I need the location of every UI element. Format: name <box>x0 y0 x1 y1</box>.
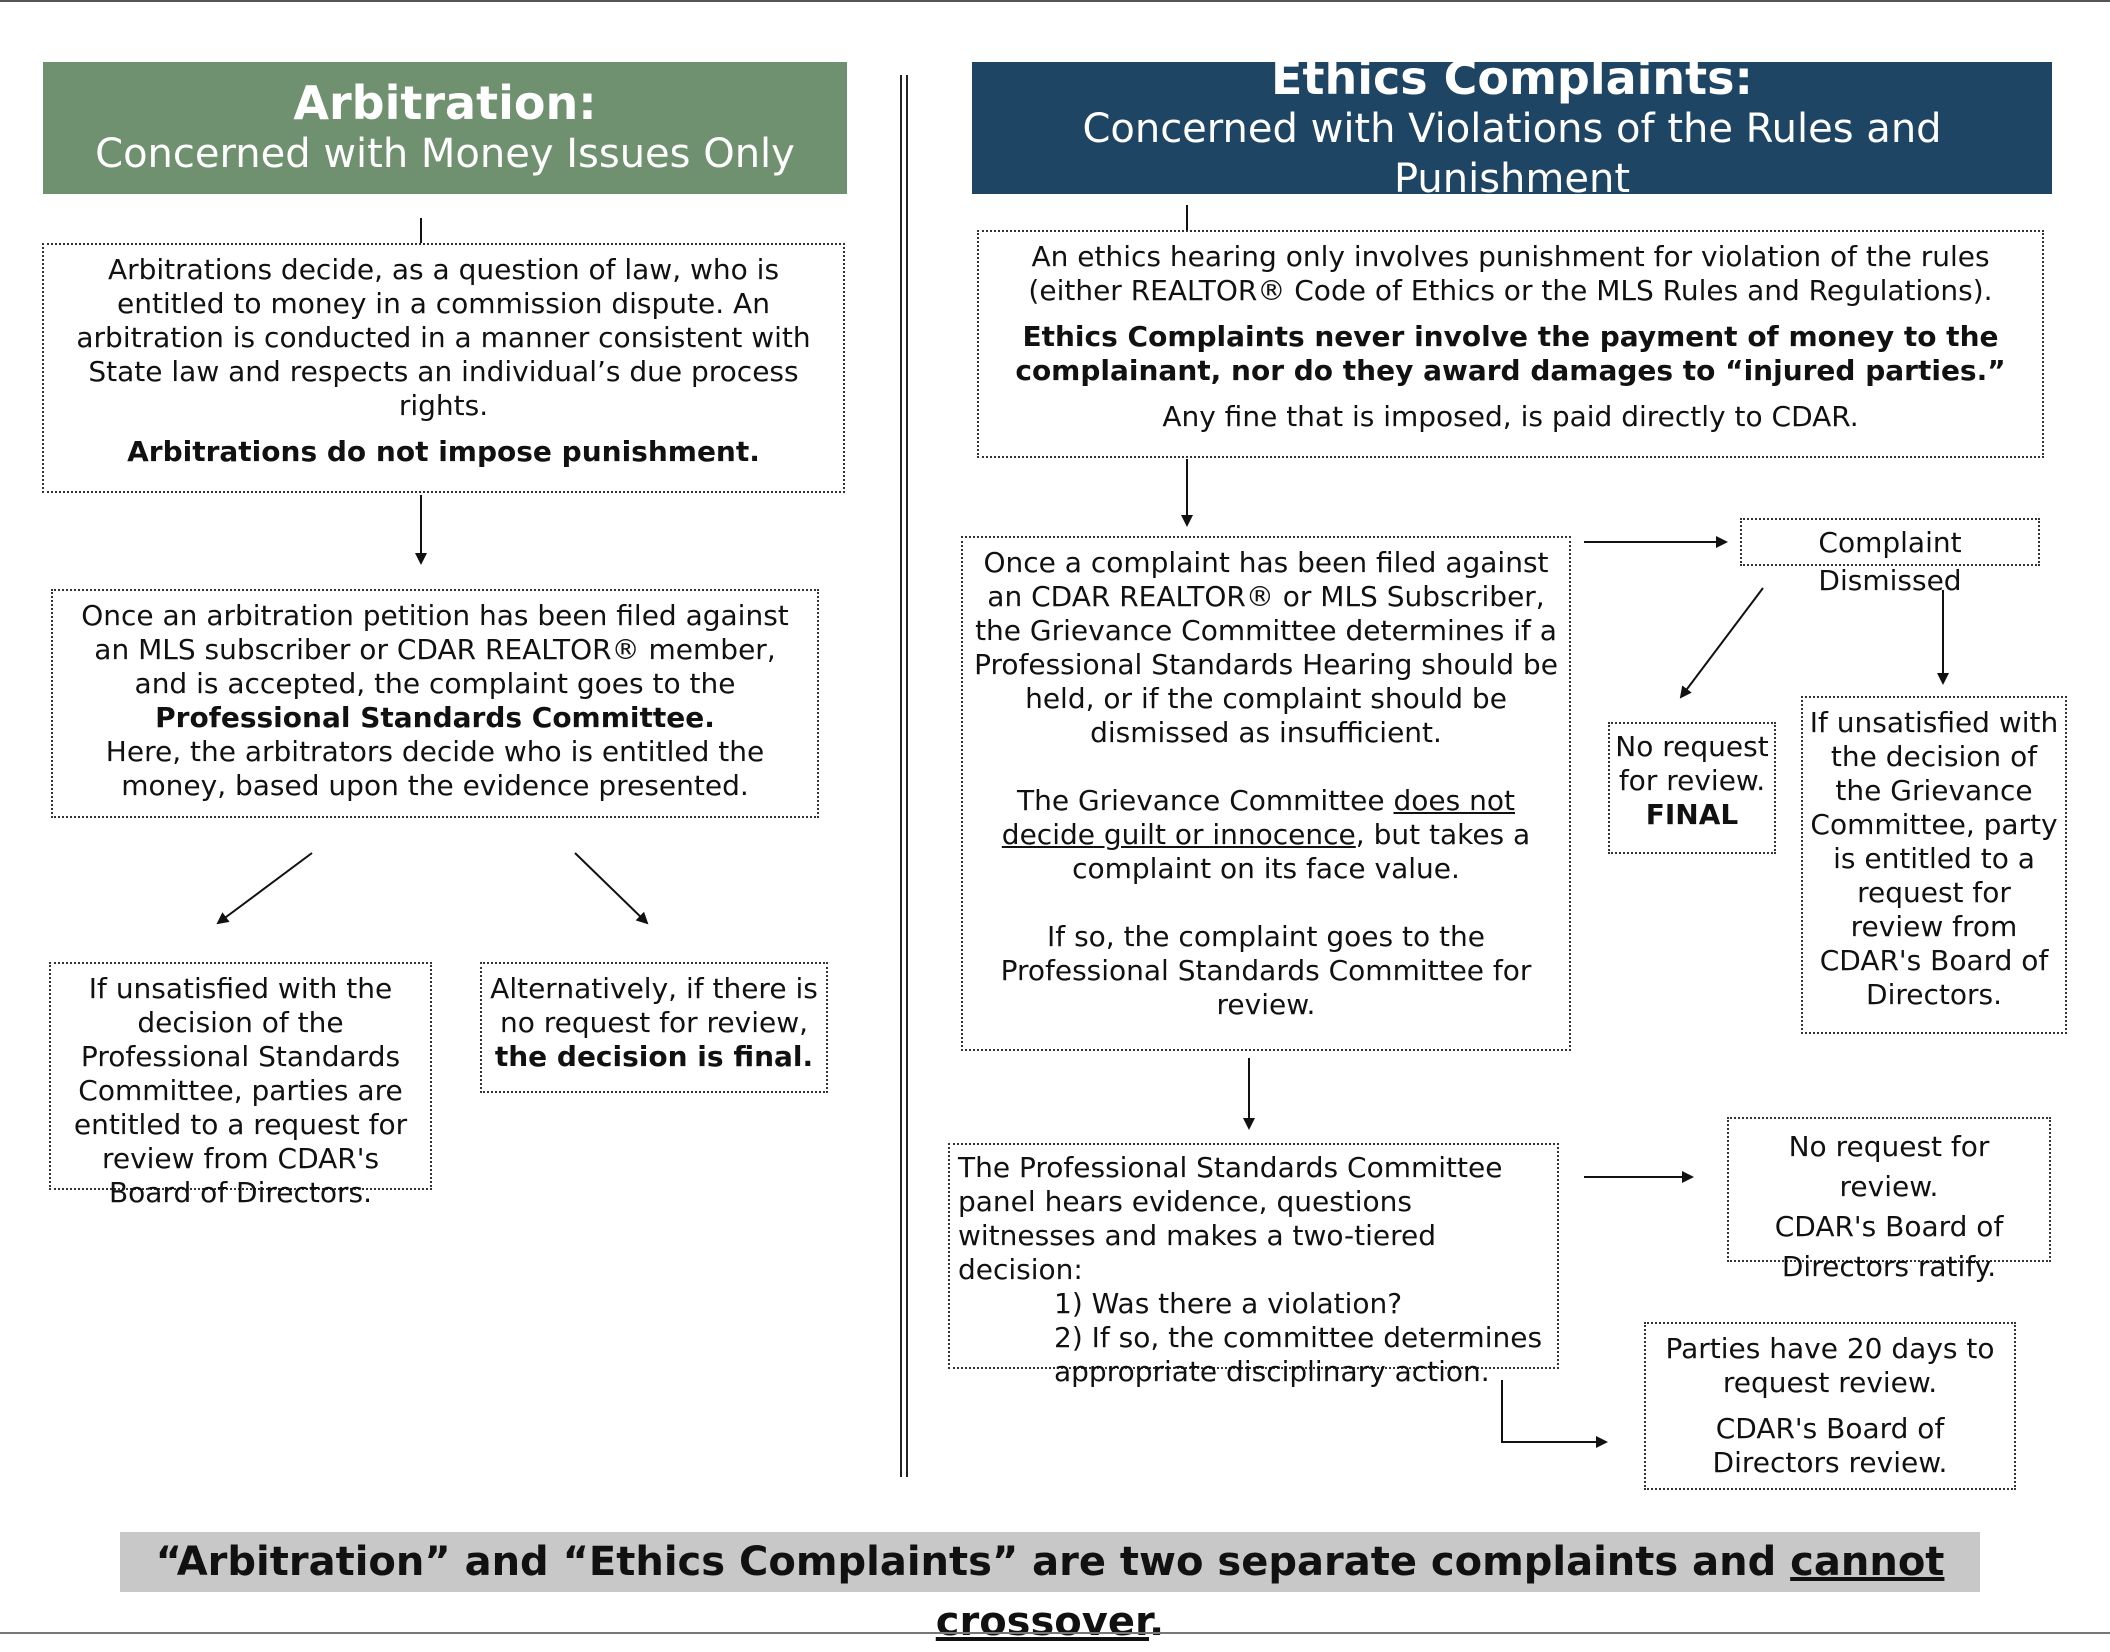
complaint-dismissed-box: Complaint Dismissed <box>1740 518 2040 597</box>
arbitration-final-text: Alternatively, if there is no request fo… <box>490 972 818 1039</box>
ethics-header: Ethics Complaints: Concerned with Violat… <box>972 52 2052 202</box>
grievance-para2: The Grievance Committee does not decide … <box>969 784 1563 886</box>
psc-intro: The Professional Standards Committee pan… <box>958 1151 1503 1286</box>
dismissed-arrow-to-final <box>1679 587 1764 699</box>
top-rule <box>0 0 2110 2</box>
ethics-box-definition: An ethics hearing only involves punishme… <box>977 230 2044 458</box>
footer-banner: “Arbitration” and “Ethics Complaints” ar… <box>120 1532 1980 1645</box>
grievance-para2-pre: The Grievance Committee <box>1017 784 1394 817</box>
arbitration-box-review: If unsatisfied with the decision of the … <box>49 962 432 1209</box>
ratify-line2: CDAR's Board of Directors ratify. <box>1774 1210 2004 1283</box>
ethics-definition-text: An ethics hearing only involves punishme… <box>1028 240 1993 307</box>
ethics-title: Ethics Complaints: <box>1271 51 1753 105</box>
grievance-para2-underline: does not decide guilt or innocence <box>1001 784 1515 851</box>
ethics-fine-text: Any fine that is imposed, is paid direct… <box>1162 400 1859 433</box>
footer-post: . <box>1149 1599 1165 1645</box>
arbitration-box-petition: Once an arbitration petition has been fi… <box>51 589 819 818</box>
arbitration-petition-text: Once an arbitration petition has been fi… <box>81 599 789 700</box>
arbitration-review-text: If unsatisfied with the decision of the … <box>73 972 408 1209</box>
bottom-rule <box>0 1632 2110 1634</box>
psc-item1: 1) Was there a violation? <box>1054 1287 1403 1320</box>
ratify-line1: No request for review. <box>1788 1130 1990 1203</box>
footer-pre: “Arbitration” and “Ethics Complaints” ar… <box>155 1539 1791 1585</box>
psc-decision-box: The Professional Standards Committee pan… <box>948 1143 1559 1388</box>
arbitration-arrow-left <box>216 852 313 925</box>
psc-item2: 2) If so, the committee determines appro… <box>1054 1321 1543 1388</box>
arbitration-arrow-right <box>574 852 649 925</box>
arbitration-final-bold: the decision is final. <box>494 1040 814 1073</box>
ethics-subtitle: Concerned with Violations of the Rules a… <box>1082 106 1942 202</box>
dismissed-final-box: No request for review. FINAL <box>1608 722 1776 854</box>
grievance-para3: If so, the complaint goes to the Profess… <box>1000 920 1532 1021</box>
dismissed-final-text: No request for review. <box>1615 730 1769 797</box>
review-days-box: Parties have 20 days to request review. … <box>1644 1322 2016 1490</box>
arbitration-psc-label: Professional Standards Committee. <box>155 701 715 734</box>
complaint-dismissed-text: Complaint Dismissed <box>1818 526 1962 597</box>
review-days-line1: Parties have 20 days to request review. <box>1665 1332 1995 1399</box>
ethics-no-money: Ethics Complaints never involve the paym… <box>1015 320 2006 387</box>
arbitration-definition-text: Arbitrations decide, as a question of la… <box>76 253 811 422</box>
arbitration-header: Arbitration: Concerned with Money Issues… <box>43 62 847 194</box>
arbitration-subtitle: Concerned with Money Issues Only <box>95 131 795 177</box>
column-divider-right <box>906 75 908 1477</box>
dismissed-final-bold: FINAL <box>1645 798 1739 831</box>
arbitration-no-punishment: Arbitrations do not impose punishment. <box>127 435 760 468</box>
grievance-para2-post: , but takes a complaint on its face valu… <box>1072 818 1531 885</box>
arbitration-box-final: Alternatively, if there is no request fo… <box>480 962 828 1093</box>
column-divider-left <box>900 75 902 1477</box>
ethics-box-grievance: Once a complaint has been filed against … <box>961 536 1571 1051</box>
grievance-review-text: If unsatisfied with the decision of the … <box>1809 706 2059 1011</box>
grievance-review-box: If unsatisfied with the decision of the … <box>1801 696 2067 1034</box>
psc-arrow-to-days <box>1501 1380 1608 1448</box>
grievance-para1: Once a complaint has been filed against … <box>974 546 1558 749</box>
arbitration-title: Arbitration: <box>293 76 597 130</box>
arbitration-decide-text: Here, the arbitrators decide who is enti… <box>105 735 765 802</box>
ratify-box: No request for review. CDAR's Board of D… <box>1727 1117 2051 1283</box>
review-days-line2: CDAR's Board of Directors review. <box>1712 1412 1948 1479</box>
arbitration-box-definition: Arbitrations decide, as a question of la… <box>42 243 845 493</box>
